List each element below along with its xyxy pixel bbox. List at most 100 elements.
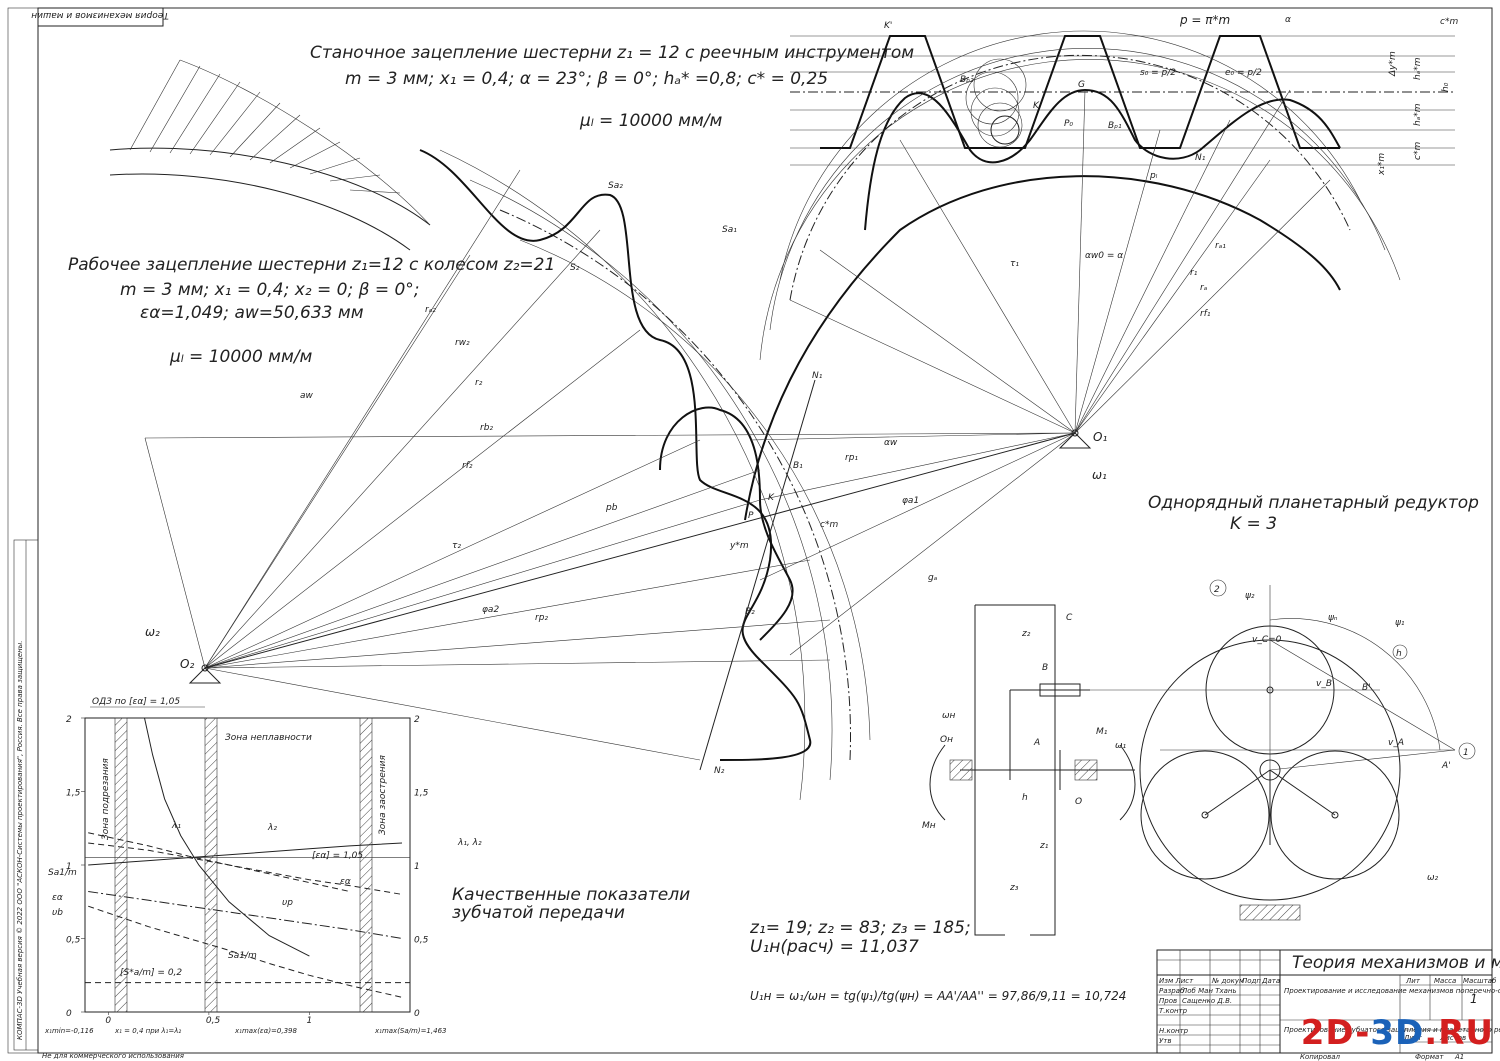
svg-text:1: 1 — [1463, 748, 1469, 758]
svg-text:Т.контр: Т.контр — [1159, 1007, 1188, 1015]
svg-text:№ докум: № докум — [1211, 977, 1245, 985]
svg-text:C: C — [1066, 613, 1073, 623]
svg-text:x₁*m: x₁*m — [1377, 153, 1387, 176]
svg-text:h: h — [1022, 793, 1028, 803]
svg-text:O₂: O₂ — [180, 657, 194, 671]
working-gear-group: Рабочее зацепление шестерни z₁=12 с коле… — [68, 181, 1107, 776]
y-left-tick: 0,5 — [66, 936, 81, 946]
svg-text:υp: υp — [282, 898, 293, 908]
gear-centers — [188, 429, 1092, 684]
chart-title-2: зубчатой передачи — [452, 903, 625, 923]
svg-text:r₂: r₂ — [475, 378, 483, 388]
top-stamp: Теория механизмов и машин — [31, 7, 169, 27]
title-block-rows: Изм Лист № докум Подп Дата Разраб Лоб Ма… — [1159, 977, 1280, 1045]
y-left-tick: 2 — [66, 715, 72, 725]
svg-text:z₁: z₁ — [1039, 841, 1049, 851]
svg-text:Mн: Mн — [922, 821, 936, 831]
svg-text:1: 1 — [1470, 992, 1478, 1006]
y-right-tick: 2 — [414, 715, 420, 725]
y-right-axis-label: λ₁, λ₂ — [457, 838, 482, 848]
svg-text:z₂: z₂ — [1021, 629, 1031, 639]
svg-text:Лоб Ман Тхань: Лоб Ман Тхань — [1181, 987, 1237, 995]
gear-arcs — [419, 30, 1401, 801]
svg-text:τ₁: τ₁ — [1010, 259, 1019, 269]
y-left-ticks: 0 0,5 1 1,5 2 — [66, 715, 85, 1019]
svg-text:α: α — [1285, 15, 1291, 25]
svg-text:B₁: B₁ — [793, 461, 803, 471]
svg-text:τ₂: τ₂ — [452, 541, 461, 551]
outer-frame — [7, 7, 1493, 1054]
svg-text:εα: εα — [340, 877, 351, 887]
svg-text:λ₁: λ₁ — [171, 821, 181, 831]
planetary-ratio-formula: U₁н = ω₁/ωн = tg(ψ₁)/tg(ψн) = AA'/AA'' =… — [750, 989, 1126, 1003]
svg-text:B': B' — [1362, 683, 1371, 693]
planetary-subtitle: K = 3 — [1230, 514, 1277, 534]
watermark-logo: 2D-3D.RU — [1301, 1013, 1494, 1053]
svg-text:Копировал: Копировал — [1300, 1053, 1341, 1061]
quality-chart: Качественные показатели зубчатой передач… — [44, 697, 690, 1035]
svg-text:M₁: M₁ — [1096, 727, 1108, 737]
zone-label-undercut: Зона подрезания — [101, 758, 111, 840]
y-right-tick: 0,5 — [414, 936, 429, 946]
svg-text:Δy*m: Δy*m — [1388, 51, 1398, 77]
svg-text:rb₂: rb₂ — [480, 423, 493, 433]
svg-text:P: P — [748, 511, 754, 521]
y-left-tick: 0 — [66, 1009, 72, 1019]
svg-text:z₃: z₃ — [1009, 883, 1019, 893]
svg-text:r₁: r₁ — [1190, 268, 1198, 278]
planetary-scheme-labels: C B A O Oн ωн Mн M₁ ω₁ h z₁ z₂ z₃ — [922, 613, 1127, 893]
svg-text:Разраб: Разраб — [1159, 987, 1185, 995]
curve-labels: λ₁ λ₂ [εα] = 1,05 εα υp Sa1/m [S*a/m] = … — [120, 821, 363, 978]
rack-lines — [790, 35, 1455, 166]
svg-text:Sa₁: Sa₁ — [722, 225, 737, 235]
y-right-tick: 0 — [414, 1009, 420, 1019]
svg-text:А1: А1 — [1454, 1053, 1464, 1061]
svg-text:A: A — [1033, 738, 1040, 748]
svg-text:ψₙ: ψₙ — [1328, 613, 1338, 623]
svg-text:[εα] = 1,05: [εα] = 1,05 — [312, 851, 363, 861]
svg-text:N₁: N₁ — [1195, 153, 1206, 163]
planetary-ratio-calc: U₁н(расч) = 11,037 — [750, 937, 919, 957]
series-line — [88, 842, 403, 895]
svg-text:hₐ*m: hₐ*m — [1413, 103, 1423, 126]
svg-text:rₐ: rₐ — [1200, 283, 1208, 293]
svg-text:O: O — [1075, 797, 1082, 807]
y-right-ticks: 00,511,52 — [414, 715, 429, 1019]
svg-text:N₁: N₁ — [812, 371, 823, 381]
planetary-circles — [1080, 579, 1476, 921]
title-block-desc2: Проектирование зубчатого зацепления и пл… — [1284, 1026, 1500, 1034]
svg-text:Формат: Формат — [1415, 1053, 1444, 1061]
svg-text:rf₂: rf₂ — [462, 461, 473, 471]
machine-gear-title: Станочное зацепление шестерни z₁ = 12 с … — [310, 43, 914, 63]
y-left-tick: 1,5 — [66, 789, 81, 799]
svg-text:p = π*m: p = π*m — [1179, 13, 1230, 27]
working-gear-params2: εα=1,049; aw=50,633 мм — [140, 303, 364, 323]
svg-text:ψ₁: ψ₁ — [1395, 618, 1405, 628]
svg-text:Лист: Лист — [1403, 1034, 1423, 1042]
svg-text:Утв: Утв — [1159, 1037, 1171, 1045]
rack-labels: p = π*m c*m Δy*m hₐ*m h₀ hₐ*m x₁*m c*m s… — [884, 13, 1458, 319]
rack-profile — [820, 35, 1340, 149]
svg-text:ω₂: ω₂ — [1427, 873, 1439, 883]
zone-hatch-2 — [204, 717, 218, 1013]
svg-text:aw: aw — [300, 391, 314, 401]
svg-text:Oн: Oн — [940, 735, 953, 745]
svg-text:N₂: N₂ — [714, 766, 725, 776]
svg-text:c*m: c*m — [820, 520, 838, 530]
center-o2 — [201, 664, 209, 672]
svg-text:φa1: φa1 — [902, 496, 919, 506]
working-gear-title: Рабочее зацепление шестерни z₁=12 с коле… — [68, 255, 555, 275]
series-line — [88, 905, 403, 998]
bottom-note: Не для коммерческого использования — [42, 1052, 184, 1060]
chart-title: Качественные показатели — [452, 885, 690, 905]
gear2-profile — [419, 149, 812, 761]
svg-text:A': A' — [1441, 761, 1451, 771]
svg-text:Изм Лист: Изм Лист — [1159, 977, 1194, 985]
y-left-tick: 1 — [66, 862, 72, 872]
svg-text:x₁max(εα)=0,398: x₁max(εα)=0,398 — [234, 1027, 298, 1035]
left-strip: КОМПАС-3D Учебная версия © 2022 ООО "АСК… — [13, 539, 39, 1051]
svg-text:Подп: Подп — [1242, 977, 1261, 985]
machine-gear-scale: μₗ = 10000 мм/м — [579, 111, 723, 131]
y-right-tick: 1 — [414, 862, 420, 872]
svg-text:Sa1/m: Sa1/m — [48, 868, 77, 878]
